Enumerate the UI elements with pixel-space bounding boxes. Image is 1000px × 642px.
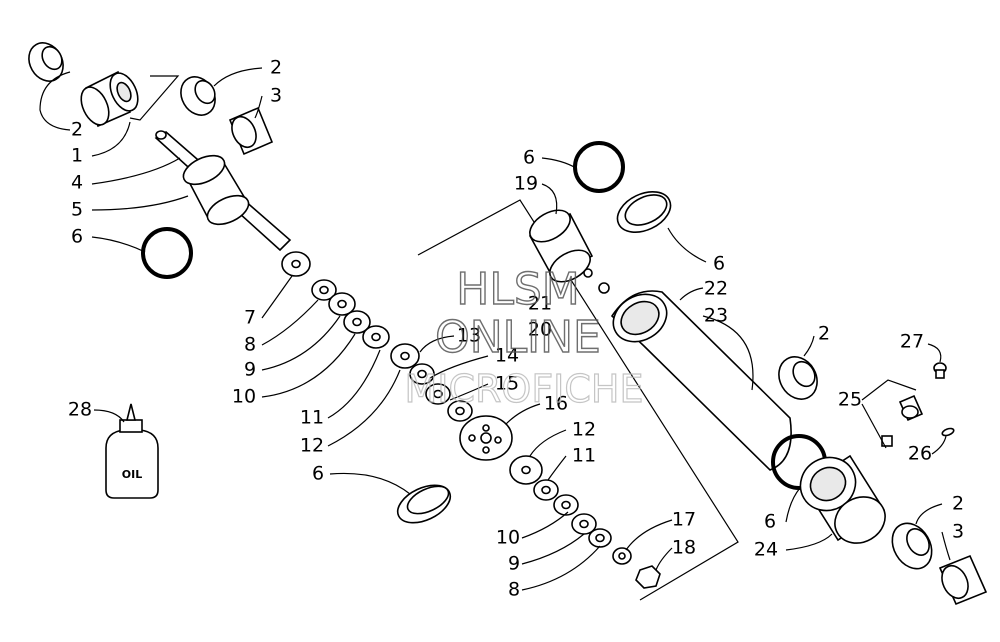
o-ring-part-6-top (573, 141, 625, 193)
ball-part-21 (583, 268, 593, 278)
callout-5: 5 (71, 199, 83, 221)
band-part-6-center (396, 484, 452, 524)
callout-6: 6 (523, 147, 535, 169)
nut-part-18 (635, 565, 661, 589)
callout-23: 23 (704, 305, 728, 327)
callout-12: 12 (300, 435, 324, 457)
spacer-part-3-top (228, 106, 274, 156)
callout-15: 15 (495, 373, 519, 395)
reservoir-cap-part-19 (528, 209, 594, 283)
valve-part-25 (881, 394, 924, 447)
oil-bottle-part-28: OIL (105, 403, 159, 499)
bushing-part-2-mid (778, 356, 818, 400)
callout-7: 7 (244, 307, 256, 329)
callout-28: 28 (68, 399, 92, 421)
watermark-line-1: HLSM (456, 264, 580, 315)
callout-6: 6 (312, 463, 324, 485)
callout-24: 24 (754, 539, 778, 561)
callout-11: 11 (572, 445, 596, 467)
reservoir-body-part-23 (610, 290, 792, 471)
callout-8: 8 (508, 579, 520, 601)
callout-18: 18 (672, 537, 696, 559)
callout-6: 6 (713, 253, 725, 275)
callout-14: 14 (495, 345, 519, 367)
watermark-line-3: MICROFICHE (404, 367, 643, 411)
callout-4: 4 (71, 172, 83, 194)
callout-12: 12 (572, 419, 596, 441)
callout-21: 21 (528, 293, 552, 315)
washer-stack-left (281, 251, 473, 422)
callout-2: 2 (952, 493, 964, 515)
callout-6: 6 (764, 511, 776, 533)
callout-3: 3 (952, 521, 964, 543)
callout-9: 9 (508, 553, 520, 575)
piston-part-16 (459, 415, 513, 461)
seal-part-26 (941, 427, 955, 437)
o-ring-part-6-left (141, 227, 193, 279)
eyelet-part-1 (80, 70, 139, 128)
screw-part-27 (933, 362, 947, 379)
bushing-part-2-top (180, 76, 216, 116)
callout-9: 9 (244, 359, 256, 381)
washer-stack-right (509, 455, 632, 565)
callout-27: 27 (900, 331, 924, 353)
callout-17: 17 (672, 509, 696, 531)
callout-25: 25 (838, 389, 862, 411)
callout-1: 1 (71, 145, 83, 167)
callout-13: 13 (457, 325, 481, 347)
band-part-6-top (616, 191, 672, 233)
callout-2: 2 (71, 119, 83, 141)
callout-11: 11 (300, 407, 324, 429)
body-end-part-24 (799, 454, 886, 544)
screw-part-20 (598, 282, 610, 294)
callout-10: 10 (232, 386, 256, 408)
callout-16: 16 (544, 393, 568, 415)
callout-6: 6 (71, 226, 83, 248)
bushing-part-2-bottomright (891, 522, 933, 570)
watermark: HLSM ONLINE MICROFICHE (404, 263, 644, 411)
callout-3: 3 (270, 85, 282, 107)
leader-lines (39, 67, 951, 591)
watermark-line-2: ONLINE (435, 312, 601, 363)
oil-bottle-label: OIL (122, 468, 142, 481)
seal-head-part-5 (182, 154, 250, 226)
callout-numbers: 2 3 2 1 4 5 6 7 8 9 10 11 12 13 14 15 16… (68, 57, 964, 601)
callout-10: 10 (496, 527, 520, 549)
bushing-part-2-topleft (28, 42, 64, 82)
callout-22: 22 (704, 278, 728, 300)
callout-19: 19 (514, 173, 538, 195)
callout-20: 20 (528, 319, 552, 341)
spacer-part-3-bottomright (938, 554, 988, 606)
callout-2: 2 (818, 323, 830, 345)
callout-8: 8 (244, 334, 256, 356)
callout-26: 26 (908, 443, 932, 465)
callout-2: 2 (270, 57, 282, 79)
